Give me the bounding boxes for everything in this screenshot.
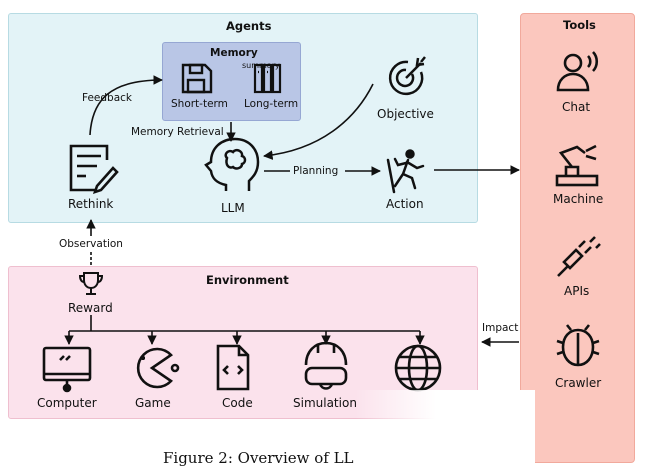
globe-icon [394, 344, 442, 392]
llm-label: LLM [221, 201, 245, 215]
env-label-computer: Computer [37, 396, 97, 410]
tool-label-machine: Machine [553, 192, 604, 206]
floppy-icon [181, 63, 213, 94]
books-icon [253, 63, 282, 94]
env-label-code: Code [222, 396, 253, 410]
target-icon [388, 56, 426, 96]
plug-icon [557, 236, 601, 277]
observation-label: Observation [59, 238, 123, 250]
running-figure-icon [386, 149, 425, 194]
impact-label: Impact [482, 322, 519, 334]
memory-summary-label: summary [242, 61, 280, 70]
objective-arrow [263, 83, 374, 160]
code-file-icon [216, 344, 250, 391]
notepad-icon [69, 144, 119, 195]
objective-label: Objective [377, 107, 434, 121]
environment-title: Environment [206, 273, 289, 287]
pacman-icon [136, 347, 180, 389]
figure-caption: Figure 2: Overview of LL [163, 449, 354, 467]
short-term-label: Short-term [171, 98, 228, 110]
feedback-arrow [89, 75, 163, 136]
vr-headset-icon [304, 341, 348, 390]
chat-person-icon [556, 51, 599, 92]
env-label-game: Game [135, 396, 171, 410]
robot-arm-icon [555, 144, 599, 187]
memory-panel [162, 42, 301, 121]
reward-label: Reward [68, 301, 113, 315]
tool-label-chat: Chat [562, 100, 591, 114]
env-label-simulation: Simulation [293, 396, 357, 410]
planning-label: Planning [293, 165, 339, 177]
feedback-label: Feedback [82, 92, 133, 104]
memory-title: Memory [210, 47, 258, 59]
rethink-label: Rethink [68, 197, 114, 211]
tool-label-apis: APIs [564, 284, 590, 298]
memory-retrieval-label: Memory Retrieval [131, 126, 224, 138]
long-term-label: Long-term [244, 98, 299, 110]
bug-icon [556, 324, 600, 367]
tools-panel [520, 13, 635, 463]
tools-title: Tools [563, 18, 596, 32]
tool-label-crawler: Crawler [555, 376, 602, 390]
computer-icon [42, 346, 92, 393]
trophy-icon [78, 272, 104, 295]
brain-head-icon [204, 137, 260, 191]
agents-title: Agents [226, 19, 272, 33]
fade-overlay [355, 390, 535, 469]
action-label: Action [386, 197, 424, 211]
